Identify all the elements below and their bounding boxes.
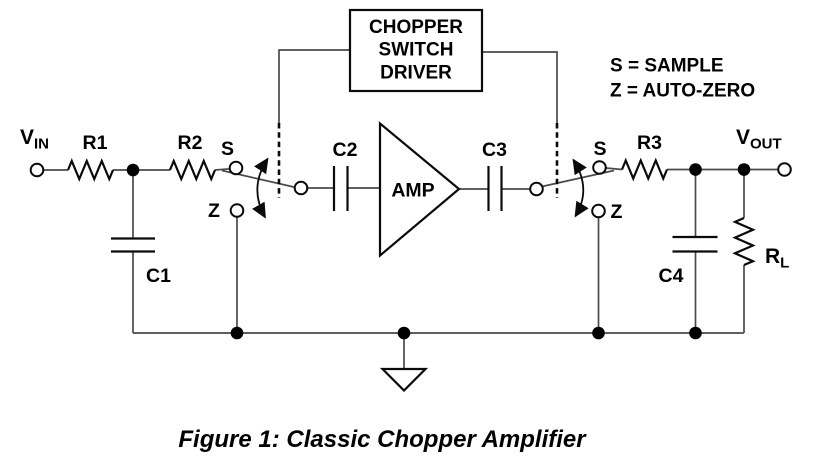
capacitor-c1: [111, 237, 155, 253]
ground-symbol: [379, 367, 429, 393]
r2-switch-wire: [214, 167, 231, 171]
r3-label: R3: [637, 132, 662, 154]
junction-dot: [689, 163, 702, 176]
vout-terminal: [777, 162, 792, 177]
amp-label: AMP: [391, 180, 434, 202]
junction-dot: [230, 326, 244, 340]
zero-left-terminal: [229, 203, 245, 218]
resistor-r2: [168, 158, 217, 182]
s-right-r3-wire: [605, 167, 623, 171]
r1-label: R1: [83, 132, 108, 154]
c3-label: C3: [482, 139, 507, 161]
capacitor-c2: [332, 166, 349, 211]
chopper-box-line2: SWITCH: [379, 40, 454, 61]
junction-dot: [592, 326, 605, 340]
sample-left-terminal: [228, 160, 244, 176]
resistor-r3: [620, 157, 669, 182]
chopper-switch-driver-box: [348, 8, 484, 93]
r2-label: R2: [178, 132, 203, 154]
legend-auto-zero: Z = AUTO-ZERO: [610, 81, 755, 102]
vout-label: VOUT: [736, 126, 782, 153]
c4-label: C4: [659, 265, 684, 287]
switch-left-pole-terminal: [293, 180, 309, 196]
sample-left-label: S: [221, 138, 234, 160]
legend-sample: S = SAMPLE: [610, 56, 724, 77]
switch-left-throw-arrow: [252, 157, 269, 219]
sample-right-label: S: [593, 138, 606, 160]
zero-left-label: Z: [208, 200, 220, 222]
capacitor-c3: [487, 166, 503, 211]
resistor-rl: [732, 216, 756, 267]
rl-label: RL: [765, 245, 789, 272]
chopper-box-line1: CHOPPER: [369, 17, 463, 38]
amp-triangle: [378, 121, 461, 258]
switch-right-throw-arrow: [572, 158, 589, 218]
switch-right-pole-terminal: [529, 181, 544, 197]
junction-dot: [397, 326, 411, 340]
c1-label: C1: [146, 265, 171, 287]
chopper-box-line3: DRIVER: [380, 63, 452, 84]
junction-dots: [126, 163, 751, 340]
sample-right-terminal: [592, 160, 607, 175]
zero-right-terminal: [591, 203, 606, 219]
zero-right-label: Z: [611, 201, 623, 223]
junction-dot: [689, 326, 702, 340]
figure-caption: Figure 1: Classic Chopper Amplifier: [178, 426, 587, 453]
c2-label: C2: [333, 139, 358, 161]
resistor-r1: [66, 158, 115, 182]
junction-dot: [126, 163, 140, 177]
vin-terminal: [29, 162, 45, 178]
chopper-wire-left: [278, 49, 350, 123]
junction-dot: [737, 163, 751, 176]
chopper-wire-right: [482, 51, 558, 123]
capacitor-c4: [672, 235, 718, 253]
vin-label: VIN: [20, 126, 49, 153]
